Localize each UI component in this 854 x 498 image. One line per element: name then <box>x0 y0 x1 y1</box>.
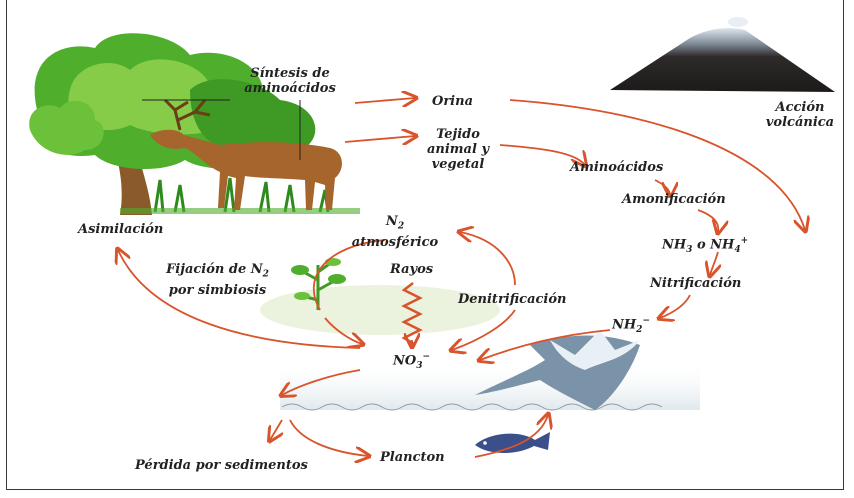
label-sintesis-line1: Síntesis de <box>240 66 340 81</box>
no3-superscript: − <box>422 352 430 362</box>
label-tejido-line3: vegetal <box>418 157 498 172</box>
no3-subscript: 3 <box>416 361 422 371</box>
arrow-to-perdida <box>270 420 282 440</box>
label-tejido: Tejido animal y vegetal <box>418 127 498 172</box>
nh3-text: NH <box>662 237 686 252</box>
fish-illustration <box>475 432 550 453</box>
label-n2-line1: N2 <box>340 214 450 235</box>
label-aminoacidos: Aminoácidos <box>570 160 663 175</box>
label-no3: NO3− <box>393 350 430 374</box>
arrow-to-tejido <box>345 136 415 142</box>
label-tejido-line1: Tejido <box>418 127 498 142</box>
arrow-to-orina <box>355 98 415 103</box>
arrow-to-plancton <box>290 420 368 456</box>
volcano-illustration <box>610 17 835 92</box>
label-sintesis: Síntesis de aminoácidos <box>240 66 340 96</box>
fijacion-subscript: 2 <box>263 270 269 280</box>
label-accion-line1: Acción <box>760 100 840 115</box>
fijacion-text: Fijación de N <box>166 262 263 277</box>
label-fijacion-line1: Fijación de N2 <box>150 262 285 283</box>
label-denitrificacion: Denitrificación <box>458 292 567 307</box>
nh4-superscript: + <box>741 236 749 246</box>
label-sintesis-line2: aminoácidos <box>240 81 340 96</box>
nh2-text: NH <box>612 317 636 332</box>
nh2-superscript: − <box>642 316 650 326</box>
label-amonificacion: Amonificación <box>622 192 726 207</box>
nh2-subscript: 2 <box>636 325 642 335</box>
label-nh2: NH2− <box>612 314 650 338</box>
label-perdida-sedimentos: Pérdida por sedimentos <box>135 458 308 473</box>
nh4-subscript: 4 <box>734 245 740 255</box>
label-plancton: Plancton <box>380 450 445 465</box>
label-nitrificacion: Nitrificación <box>650 276 741 291</box>
n2-subscript: 2 <box>398 222 404 232</box>
label-accion-volcanica: Acción volcánica <box>760 100 840 130</box>
no3-text: NO <box>393 353 416 368</box>
n2-text: N <box>386 214 398 229</box>
label-fijacion: Fijación de N2 por simbiosis <box>150 262 285 298</box>
label-nh3: NH3 o NH4+ <box>662 234 748 258</box>
nh4-text: o NH <box>692 237 734 252</box>
label-tejido-line2: animal y <box>418 142 498 157</box>
label-orina: Orina <box>432 94 473 109</box>
label-accion-line2: volcánica <box>760 115 840 130</box>
label-n2: N2 atmosférico <box>340 214 450 250</box>
label-fijacion-line2: por simbiosis <box>150 283 285 298</box>
water-illustration <box>280 360 700 410</box>
label-rayos: Rayos <box>390 262 433 277</box>
arrow-to-nh2 <box>660 295 690 318</box>
label-atmosferico: atmosférico <box>340 235 450 250</box>
label-asimilacion: Asimilación <box>78 222 163 237</box>
arrow-denitrificacion <box>460 232 515 285</box>
arrow-to-nh3 <box>698 210 718 232</box>
